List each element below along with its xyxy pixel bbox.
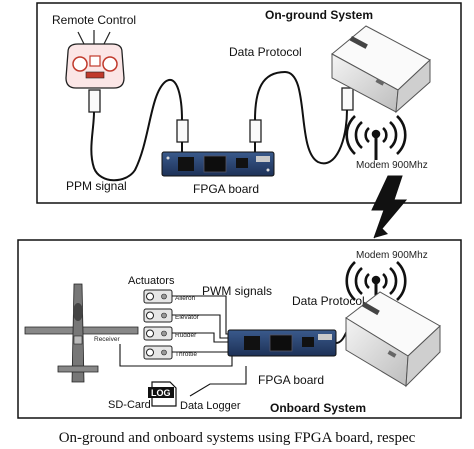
wireless-link-icon [371,175,408,239]
log-icon-text: LOG [151,388,171,398]
modem-ground [331,25,431,114]
data-protocol-label-ground: Data Protocol [229,45,302,59]
elevator-label: Elevator [175,314,200,321]
modem-label-ground: Modem 900Mhz [356,160,428,171]
radio-waves-ground-icon [345,115,407,160]
modem-onboard [345,291,441,388]
servo-aileron-icon [143,289,173,304]
connector-fpga-right [249,119,262,143]
radio-waves-onboard-icon [345,261,407,306]
modem-label-onboard: Modem 900Mhz [356,250,428,261]
connector-fpga-left [176,119,189,143]
throttle-label: Throttle [175,351,197,358]
on-ground-title: On-ground System [265,8,373,22]
ppm-signal-label: PPM signal [66,179,127,193]
figure-caption: On-ground and onboard systems using FPGA… [58,430,416,446]
fpga-board-label-ground: FPGA board [193,182,259,196]
onboard-panel: Modem 900Mhz Actuators PWM signals Data … [17,226,462,419]
remote-control-label: Remote Control [52,13,136,27]
remote-control-icon [65,30,125,89]
cable-data-protocol [254,70,348,165]
rudder-label: Rudder [175,332,197,339]
fpga-board-label-onboard: FPGA board [258,373,324,387]
servo-rudder-icon [143,326,173,341]
aircraft-icon [24,283,139,383]
log-file-icon: LOG [148,381,177,407]
actuators-label: Actuators [128,275,175,287]
fpga-board-onboard [227,329,337,357]
servo-elevator-icon [143,308,173,323]
data-logger-label: Data Logger [180,400,241,412]
pwm-signals-label: PWM signals [202,284,272,298]
onboard-title: Onboard System [270,401,366,415]
servo-throttle-icon [143,345,173,360]
fpga-board-ground [161,151,275,177]
cable-modem-antenna [181,142,256,152]
data-protocol-label-onboard: Data Protocol [292,294,365,308]
connector-remote [88,89,101,113]
on-ground-panel: On-ground System Remote Control [36,2,462,204]
cable-ppm [90,79,183,182]
receiver-label: Receiver [94,336,120,343]
aileron-label: Aileron [175,295,196,302]
sd-card-label: SD-Card [108,399,151,411]
connector-modem [341,87,354,111]
